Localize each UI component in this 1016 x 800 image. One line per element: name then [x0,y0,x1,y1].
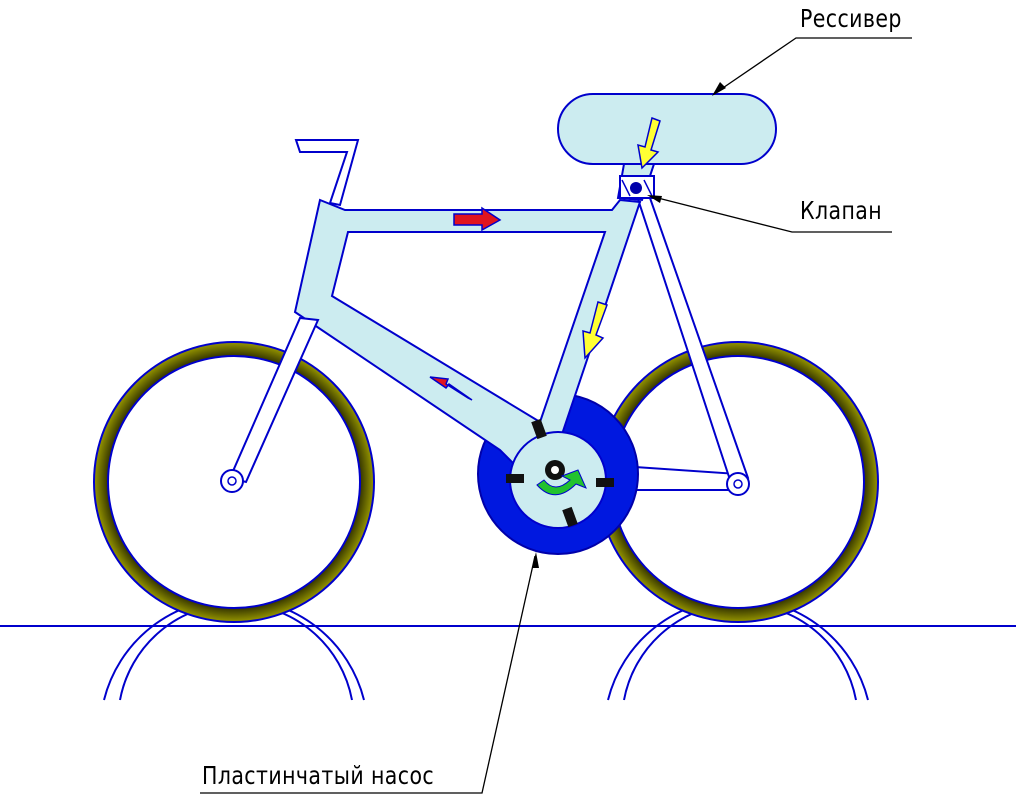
valve-leader-arrow [647,195,662,203]
pump-leader-line [200,555,536,794]
handlebar [294,139,360,207]
red-flow-arrow [429,376,473,401]
rear-axle [726,472,750,496]
pump-label: Пластинчатый насос [202,761,435,790]
yellow-flow-arrow [582,301,608,360]
check-valve-icon [619,175,655,199]
receiver-tank [557,93,777,165]
valve-leader-line [649,195,892,233]
red-flow-arrow [453,206,502,232]
pump-rotor [506,418,614,529]
pump-leader-arrow [532,552,539,568]
front-axle [220,469,244,493]
receiver-label: Рессивер [800,4,902,33]
rotation-arrow-icon [536,469,587,496]
receiver-leader-arrow [712,82,726,96]
receiver-leader-line [713,37,912,95]
yellow-flow-arrow [637,117,661,170]
front-fork [228,316,320,484]
valve-label: Клапан [800,196,883,225]
